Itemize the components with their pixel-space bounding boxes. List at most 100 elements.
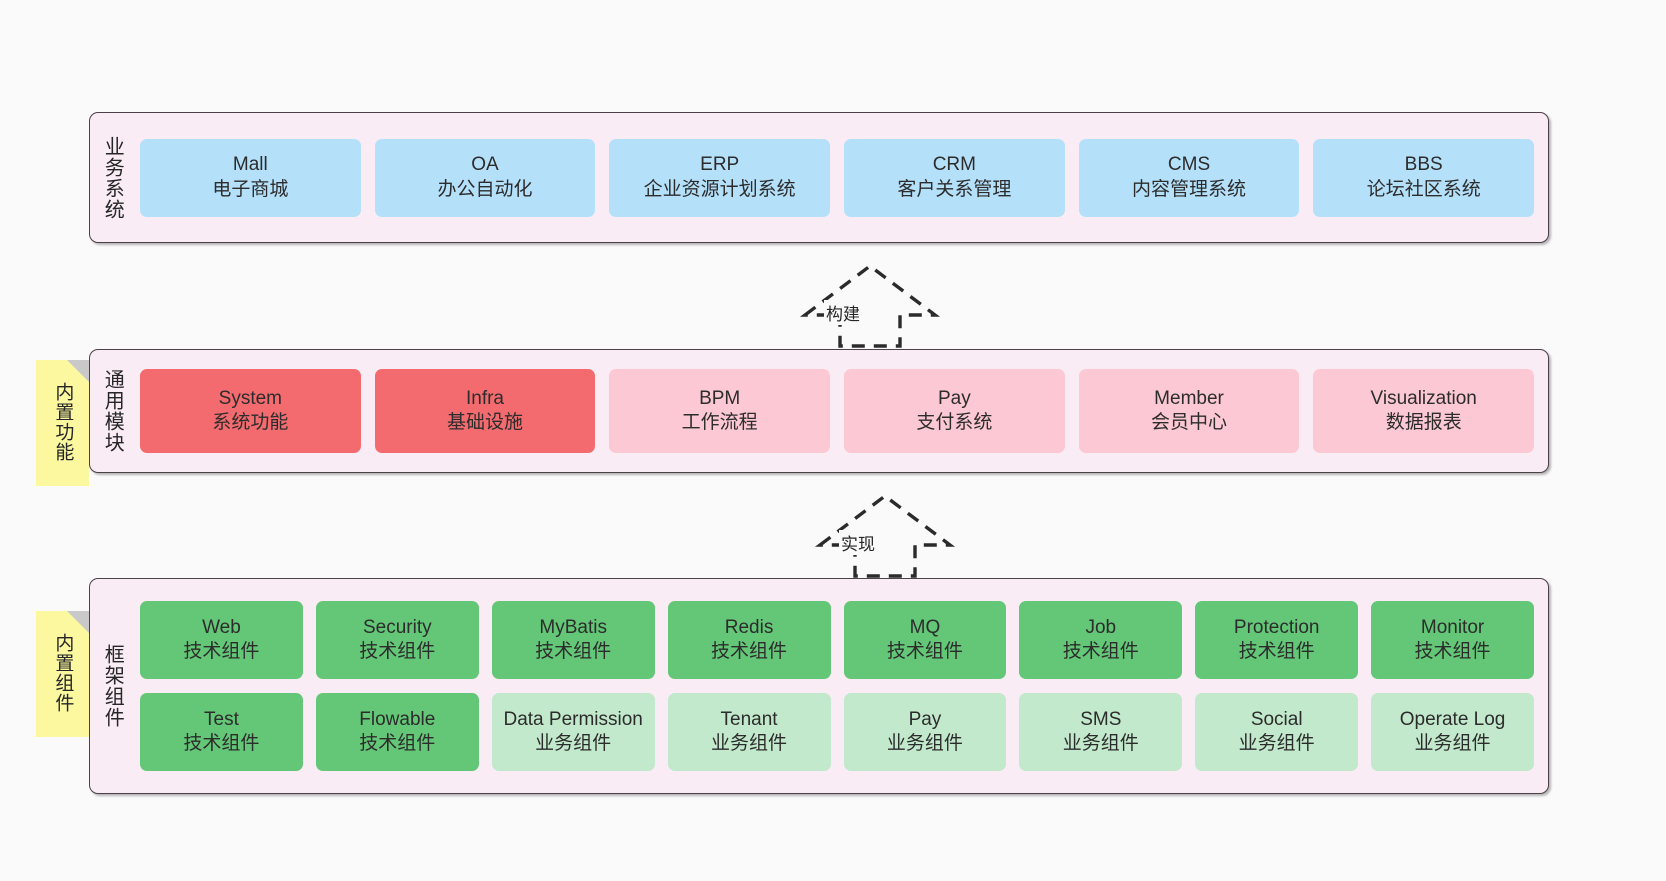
framework-row-tech: Web 技术组件 Security 技术组件 MyBatis 技术组件 Redi… <box>140 601 1534 679</box>
box-system[interactable]: System 系统功能 <box>140 369 361 453</box>
box-web-sub: 技术组件 <box>183 641 260 662</box>
box-security-sub: 技术组件 <box>359 641 436 662</box>
box-mybatis-sub: 技术组件 <box>535 641 612 662</box>
box-system-sub: 系统功能 <box>212 412 289 433</box>
box-mall[interactable]: Mall 电子商城 <box>140 138 361 217</box>
layer-business-system-boxes: Mall 电子商城 OA 办公自动化 ERP 企业资源计划系统 CRM 客户关系… <box>134 113 1548 242</box>
box-infra-sub: 基础设施 <box>447 412 524 433</box>
box-mybatis-title: MyBatis <box>539 616 607 638</box>
box-monitor-title: Monitor <box>1420 616 1485 638</box>
box-mq-sub: 技术组件 <box>886 641 963 662</box>
box-mall-sub: 电子商城 <box>212 178 289 200</box>
box-member-title: Member <box>1154 387 1224 409</box>
box-protection-sub: 技术组件 <box>1238 641 1315 662</box>
build-arrow-icon <box>799 263 941 348</box>
box-social[interactable]: Social 业务组件 <box>1195 693 1359 771</box>
implement-arrow-icon <box>814 493 956 578</box>
box-oa-sub: 办公自动化 <box>437 178 533 200</box>
box-operate-log[interactable]: Operate Log 业务组件 <box>1371 693 1534 771</box>
box-visualization[interactable]: Visualization 数据报表 <box>1313 369 1535 453</box>
box-job-title: Job <box>1085 616 1117 638</box>
box-sms[interactable]: SMS 业务组件 <box>1019 693 1183 771</box>
note-builtin-component-text: 内置组件 <box>52 633 74 713</box>
box-erp-title: ERP <box>700 154 740 176</box>
box-sms-title: SMS <box>1080 708 1122 730</box>
box-test[interactable]: Test 技术组件 <box>140 693 303 771</box>
box-bpm-title: BPM <box>699 387 741 409</box>
box-erp[interactable]: ERP 企业资源计划系统 <box>609 138 831 217</box>
box-pay-component-sub: 业务组件 <box>886 733 963 754</box>
box-bpm[interactable]: BPM 工作流程 <box>609 369 831 453</box>
box-bbs-title: BBS <box>1404 154 1443 176</box>
box-test-title: Test <box>204 708 239 730</box>
box-data-permission[interactable]: Data Permission 业务组件 <box>491 693 655 771</box>
note-builtin-feature: 内置功能 <box>36 360 89 486</box>
box-member[interactable]: Member 会员中心 <box>1078 369 1300 453</box>
box-job-sub: 技术组件 <box>1062 641 1139 662</box>
box-flowable[interactable]: Flowable 技术组件 <box>315 693 479 771</box>
box-crm-title: CRM <box>932 154 976 176</box>
box-monitor-sub: 技术组件 <box>1414 641 1491 662</box>
box-security[interactable]: Security 技术组件 <box>315 601 479 679</box>
layer-business-system-title: 业务系统 <box>101 135 124 220</box>
layer-framework-component-boxes: Web 技术组件 Security 技术组件 MyBatis 技术组件 Redi… <box>134 579 1548 793</box>
box-pay-module-title: Pay <box>937 387 971 409</box>
box-redis-sub: 技术组件 <box>711 641 788 662</box>
box-bbs[interactable]: BBS 论坛社区系统 <box>1313 138 1535 217</box>
box-infra-title: Infra <box>465 387 505 409</box>
connector-implement-label: 实现 <box>839 530 877 555</box>
box-oa-title: OA <box>471 154 499 176</box>
box-flowable-title: Flowable <box>359 708 436 730</box>
connector-build: 构建 <box>795 260 945 350</box>
box-monitor[interactable]: Monitor 技术组件 <box>1371 601 1534 679</box>
box-infra[interactable]: Infra 基础设施 <box>374 369 596 453</box>
connector-implement: 实现 <box>810 490 960 580</box>
box-pay-component[interactable]: Pay 业务组件 <box>843 693 1007 771</box>
box-protection-title: Protection <box>1233 616 1320 638</box>
box-operate-log-title: Operate Log <box>1399 708 1506 730</box>
box-pay-component-title: Pay <box>908 708 942 730</box>
box-crm-sub: 客户关系管理 <box>897 178 1012 200</box>
box-cms-sub: 内容管理系统 <box>1132 178 1247 200</box>
note-fold-corner-icon <box>67 611 89 633</box>
box-system-title: System <box>218 387 283 409</box>
box-pay-module[interactable]: Pay 支付系统 <box>844 369 1065 453</box>
note-fold-corner-icon <box>67 360 89 382</box>
layer-common-module-boxes: System 系统功能 Infra 基础设施 BPM 工作流程 Pay 支付系统… <box>134 350 1548 472</box>
framework-row-biz: Test 技术组件 Flowable 技术组件 Data Permission … <box>140 693 1534 771</box>
box-protection[interactable]: Protection 技术组件 <box>1195 601 1359 679</box>
box-mall-title: Mall <box>232 154 268 176</box>
box-visualization-sub: 数据报表 <box>1385 412 1462 433</box>
box-job[interactable]: Job 技术组件 <box>1019 601 1183 679</box>
box-cms-title: CMS <box>1167 154 1211 176</box>
box-cms[interactable]: CMS 内容管理系统 <box>1078 138 1300 217</box>
box-redis[interactable]: Redis 技术组件 <box>667 601 831 679</box>
note-builtin-component: 内置组件 <box>36 611 89 737</box>
box-tenant-title: Tenant <box>720 708 778 730</box>
box-visualization-title: Visualization <box>1370 387 1477 409</box>
layer-business-system: 业务系统 Mall 电子商城 OA 办公自动化 ERP 企业资源计划系统 CRM… <box>89 112 1549 243</box>
box-web[interactable]: Web 技术组件 <box>140 601 303 679</box>
box-web-title: Web <box>202 616 241 638</box>
box-security-title: Security <box>362 616 432 638</box>
box-crm[interactable]: CRM 客户关系管理 <box>844 138 1065 217</box>
box-mq[interactable]: MQ 技术组件 <box>843 601 1007 679</box>
box-data-permission-title: Data Permission <box>503 708 643 730</box>
box-pay-module-sub: 支付系统 <box>916 412 993 433</box>
box-data-permission-sub: 业务组件 <box>535 733 612 754</box>
box-test-sub: 技术组件 <box>183 733 260 754</box>
layer-framework-component: 框架组件 Web 技术组件 Security 技术组件 MyBatis 技术组件… <box>89 578 1549 794</box>
note-builtin-feature-text: 内置功能 <box>52 382 74 462</box>
layer-common-module-title: 通用模块 <box>101 369 124 453</box>
box-bpm-sub: 工作流程 <box>681 412 758 433</box>
box-bbs-sub: 论坛社区系统 <box>1366 178 1481 200</box>
connector-build-label: 构建 <box>824 300 862 325</box>
box-oa[interactable]: OA 办公自动化 <box>374 138 596 217</box>
box-mybatis[interactable]: MyBatis 技术组件 <box>491 601 655 679</box>
box-erp-sub: 企业资源计划系统 <box>643 178 796 200</box>
box-tenant[interactable]: Tenant 业务组件 <box>667 693 831 771</box>
layer-framework-component-title: 框架组件 <box>101 644 124 728</box>
box-member-sub: 会员中心 <box>1151 412 1228 433</box>
box-operate-log-sub: 业务组件 <box>1414 733 1491 754</box>
